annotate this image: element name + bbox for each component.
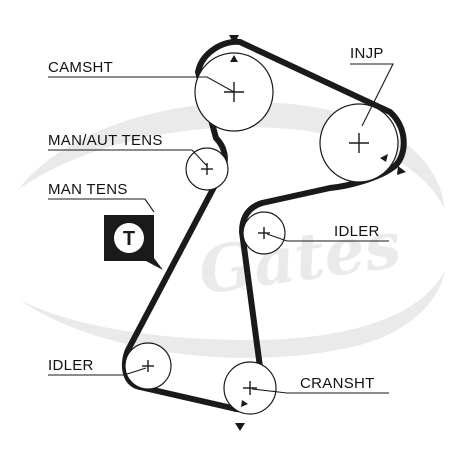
tensioner-badge-ring [114, 223, 144, 253]
man-aut-tens-leader-line [48, 149, 208, 167]
label-man-aut-tens: MAN/AUT TENS [48, 132, 163, 149]
camsht-leader-line [48, 76, 235, 93]
idler-pulley-left [124, 342, 172, 390]
label-cransht: CRANSHT [300, 375, 375, 392]
timing-belt [121, 38, 407, 413]
idler-right-leader-line [266, 233, 389, 242]
injection-pump-pulley [319, 103, 399, 183]
tensioner-pulley [185, 147, 229, 191]
label-idler-left: IDLER [48, 357, 94, 374]
label-idler-right: IDLER [334, 223, 380, 240]
idler-pulley-right [242, 211, 286, 255]
label-injp: INJP [350, 45, 384, 62]
injp-leader-line [350, 63, 394, 127]
crankshaft-timing-mark-outer [235, 423, 245, 431]
tensioner-badge: T [104, 215, 163, 270]
label-camsht: CAMSHT [48, 59, 113, 76]
cransht-leader-line [251, 388, 389, 394]
crankshaft-timing-mark-inner [241, 400, 248, 407]
tensioner-badge-letter: T [123, 228, 135, 250]
camshaft-timing-mark-outer [229, 35, 239, 44]
idler-left-leader-line [48, 367, 147, 376]
watermark-swoosh-bottom [20, 270, 445, 358]
crankshaft-pulley [223, 361, 277, 415]
injection-pump-timing-mark-outer [397, 166, 406, 175]
injection-pump-timing-mark-inner [380, 154, 388, 162]
label-man-tens: MAN TENS [48, 181, 128, 198]
man-tens-leader-line [48, 198, 155, 213]
camshaft-timing-mark-inner [230, 55, 238, 62]
